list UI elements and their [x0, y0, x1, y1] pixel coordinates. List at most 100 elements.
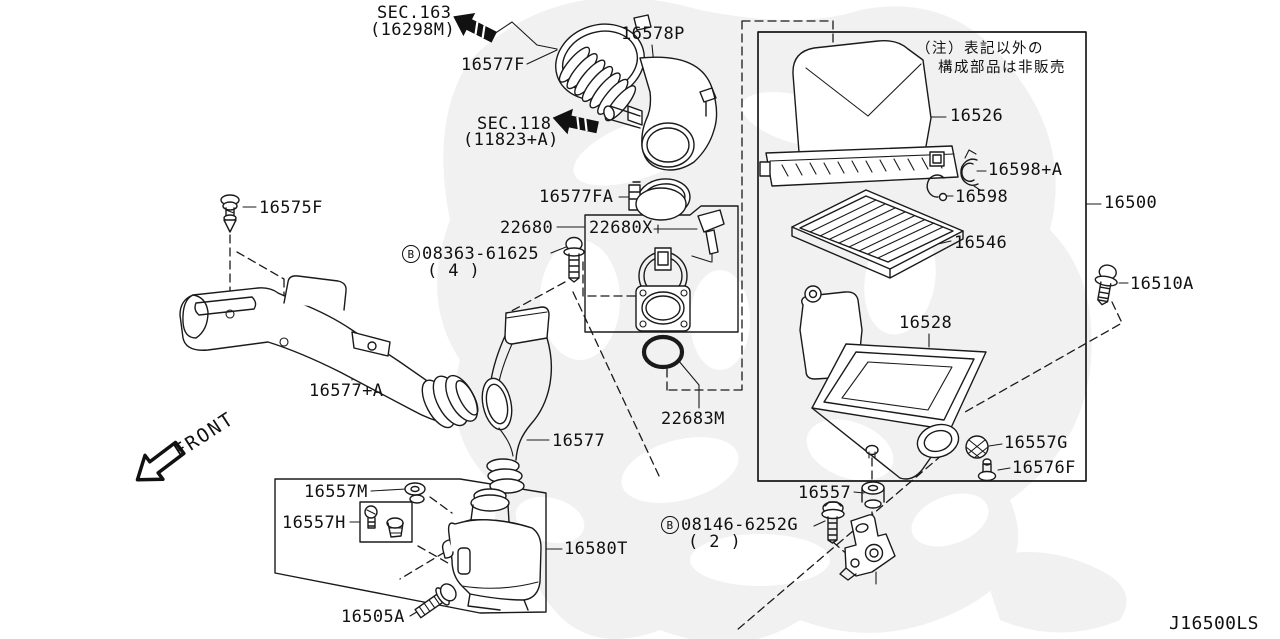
part-16557h: 16557H [282, 514, 346, 532]
vacuum-fitting-drawing [627, 105, 643, 126]
bolt-16505a-drawing [414, 583, 457, 619]
diagram-code: J16500LS [1169, 615, 1259, 633]
resonator-tank-box [274, 478, 547, 614]
retainer-clips-drawing [926, 149, 981, 202]
part-16598: 16598 [955, 188, 1008, 206]
sec118-line2: (11823+A) [463, 131, 559, 149]
maf-sensor-22680x-drawing [697, 209, 725, 233]
fastener-detail-box [359, 501, 413, 543]
sec163-line2-text: (16298M) [370, 20, 456, 40]
grommet-16557m-drawing [404, 482, 426, 504]
sec163-line1: SEC.163 [377, 4, 451, 22]
circled-b-icon: B [661, 516, 679, 534]
part-16526-text: 16526 [950, 106, 1004, 126]
part-16577: 16577 [552, 432, 605, 450]
diagram-code-text: J16500LS [1169, 613, 1259, 634]
part-16557h-text: 16557H [282, 513, 346, 533]
bolt-08146-drawing [821, 501, 845, 544]
part-16510a: 16510A [1130, 275, 1194, 293]
sec118-line2-text: (11823+A) [463, 130, 559, 150]
part-16557-text: 16557 [798, 483, 852, 503]
part-16576f-text: 16576F [1012, 458, 1076, 478]
part-16510a-text: 16510A [1130, 274, 1194, 294]
part-16577fa-text: 16577FA [539, 187, 614, 207]
air-cleaner-cover-drawing [759, 39, 959, 187]
clip-16598a-drawing [960, 158, 979, 186]
sec118-line1: SEC.118 [477, 115, 551, 133]
part-16575f-text: 16575F [259, 198, 323, 218]
o-ring-22683m-drawing [641, 334, 685, 370]
front-air-duct-drawing [179, 275, 479, 429]
lower-air-duct-drawing [481, 306, 553, 494]
part-22680: 22680 [500, 219, 553, 237]
part-08146-6252g-text: 08146-6252G [681, 515, 798, 535]
air-cleaner-case-drawing [799, 285, 987, 480]
part-16505a: 16505A [341, 608, 405, 626]
maf-sensor-group-drawing [563, 187, 725, 370]
mount-hardware-drawing [821, 264, 1118, 581]
clip-16598-drawing [926, 174, 945, 198]
part-16557m: 16557M [304, 483, 368, 501]
grommet-16557-drawing [861, 481, 885, 509]
part-16575f: 16575F [259, 199, 323, 217]
part-16580t: 16580T [564, 540, 628, 558]
part-16577-text: 16577 [552, 431, 606, 451]
part-16557g: 16557G [1004, 434, 1068, 452]
part-16526: 16526 [950, 107, 1003, 125]
sec118-line1-text: SEC.118 [477, 114, 552, 134]
part-22680-text: 22680 [500, 218, 554, 238]
part-08363-qty-text: ( 4 ) [427, 261, 481, 281]
sec-163-arrow-icon [453, 12, 497, 43]
part-16577f: 16577F [461, 56, 525, 74]
sec-118-arrow-icon [552, 108, 599, 135]
sec163-line2: (16298M) [370, 21, 455, 39]
assembly-boxes [274, 31, 1087, 614]
part-08146-qty: ( 2 ) [688, 533, 741, 551]
part-16546: 16546 [954, 234, 1007, 252]
part-16580t-text: 16580T [564, 539, 628, 559]
note-line2-text: 構成部品は非販売 [938, 60, 1066, 76]
part-22683m-text: 22683M [661, 409, 725, 429]
part-16528-text: 16528 [899, 313, 953, 333]
note-line2: 構成部品は非販売 [938, 59, 1066, 77]
clip-16575f-drawing [220, 194, 240, 233]
maf-sensor-box [584, 205, 739, 333]
air-cleaner-assembly-box [757, 31, 1087, 482]
part-22680x: 22680X [589, 219, 653, 237]
circled-b-icon: B [402, 245, 420, 263]
front-label-text: FRONT [170, 407, 239, 463]
bolt-08363-drawing [563, 236, 585, 283]
part-16546-text: 16546 [954, 233, 1008, 253]
part-16505a-text: 16505A [341, 607, 405, 627]
part-08146-qty-text: ( 2 ) [688, 532, 742, 552]
part-16557g-text: 16557G [1004, 433, 1068, 453]
part-22680x-text: 22680X [589, 218, 653, 238]
part-08363-qty: ( 4 ) [427, 262, 480, 280]
part-16577a: 16577+A [309, 382, 383, 400]
intake-hose-assembly-drawing [555, 14, 718, 218]
resonator-tank-drawing [364, 482, 542, 619]
part-22683m: 22683M [661, 410, 725, 428]
part-16577fa: 16577FA [539, 188, 613, 206]
part-16557m-text: 16557M [304, 482, 368, 502]
front-arrow-icon [135, 440, 186, 482]
screw-grommet-16557h-drawing [364, 505, 404, 538]
note-line1: （注）表記以外の [916, 40, 1044, 58]
part-16577f-text: 16577F [461, 55, 525, 75]
part-16557: 16557 [798, 484, 851, 502]
part-16578p: 16578P [621, 25, 685, 43]
filter-element-drawing [791, 189, 964, 279]
part-16598-text: 16598 [955, 187, 1009, 207]
bracket-16588-drawing [839, 514, 896, 581]
part-16528: 16528 [899, 314, 952, 332]
part-16577a-text: 16577+A [309, 381, 384, 401]
part-08363-61625-text: 08363-61625 [422, 244, 539, 264]
part-16598a: 16598+A [988, 161, 1062, 179]
part-16500: 16500 [1104, 194, 1157, 212]
part-16500-text: 16500 [1104, 193, 1158, 213]
part-16576f: 16576F [1012, 459, 1076, 477]
sec163-line1-text: SEC.163 [377, 3, 452, 23]
